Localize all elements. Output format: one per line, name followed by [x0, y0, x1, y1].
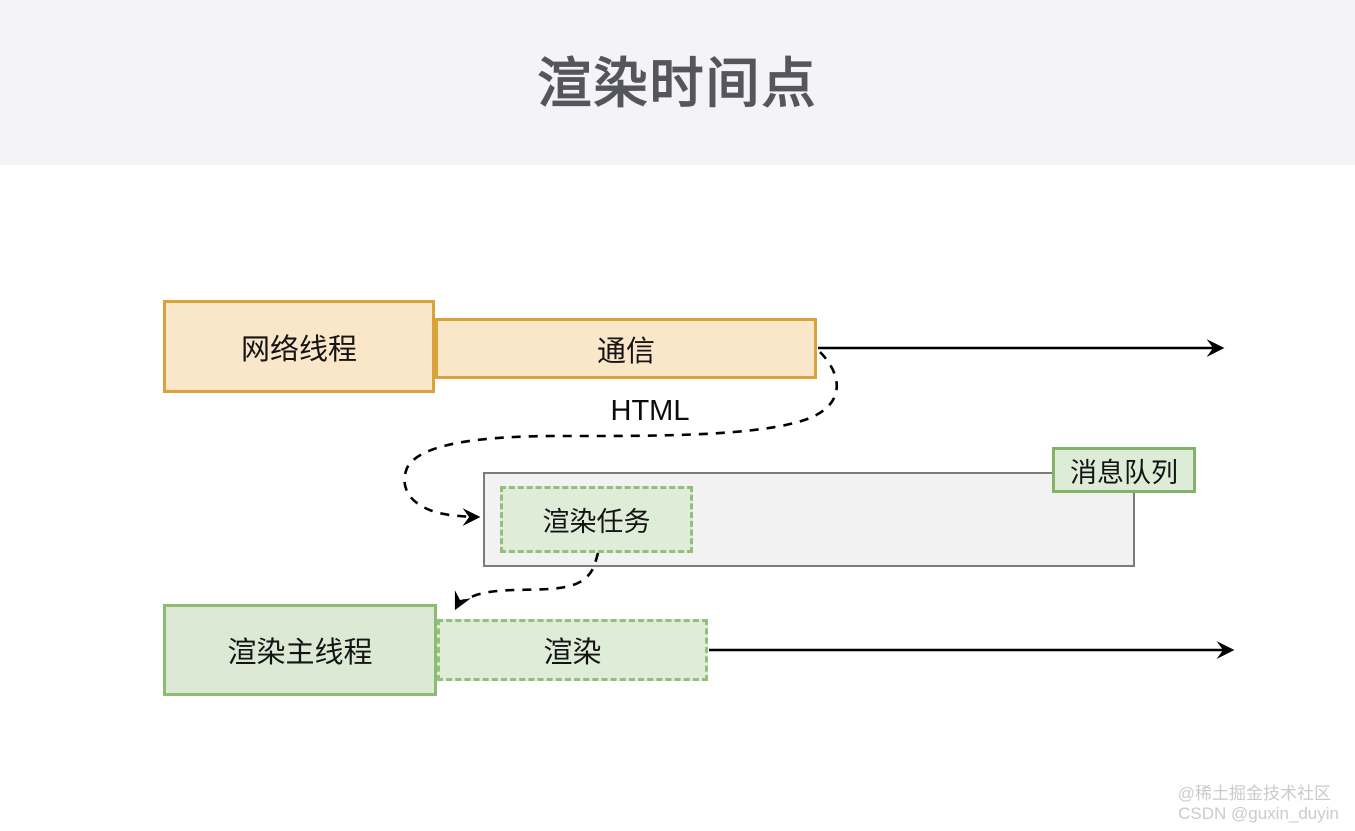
- watermark: @稀土掘金技术社区 CSDN @guxin_duyin: [1178, 784, 1339, 825]
- node-message-queue-tag-label: 消息队列: [1070, 457, 1178, 488]
- html-annotation: HTML: [610, 394, 690, 427]
- node-message-queue-tag: 消息队列: [1052, 447, 1196, 493]
- node-render-task: 渲染任务: [500, 486, 693, 553]
- title-banner: 渲染时间点: [0, 0, 1355, 165]
- node-render-main-thread-label: 渲染主线程: [227, 637, 373, 669]
- node-render-label: 渲染: [543, 637, 602, 669]
- watermark-line1: @稀土掘金技术社区: [1177, 783, 1331, 803]
- node-render-main-thread: 渲染主线程: [163, 604, 437, 696]
- node-render-task-label: 渲染任务: [542, 507, 651, 537]
- node-render: 渲染: [437, 619, 708, 681]
- watermark-line2: CSDN @guxin_duyin: [1178, 804, 1339, 824]
- page-title: 渲染时间点: [537, 54, 818, 114]
- node-network-thread: 网络线程: [163, 300, 435, 393]
- node-network-thread-label: 网络线程: [240, 333, 357, 366]
- node-communication: 通信: [435, 318, 817, 379]
- node-communication-label: 通信: [596, 335, 655, 368]
